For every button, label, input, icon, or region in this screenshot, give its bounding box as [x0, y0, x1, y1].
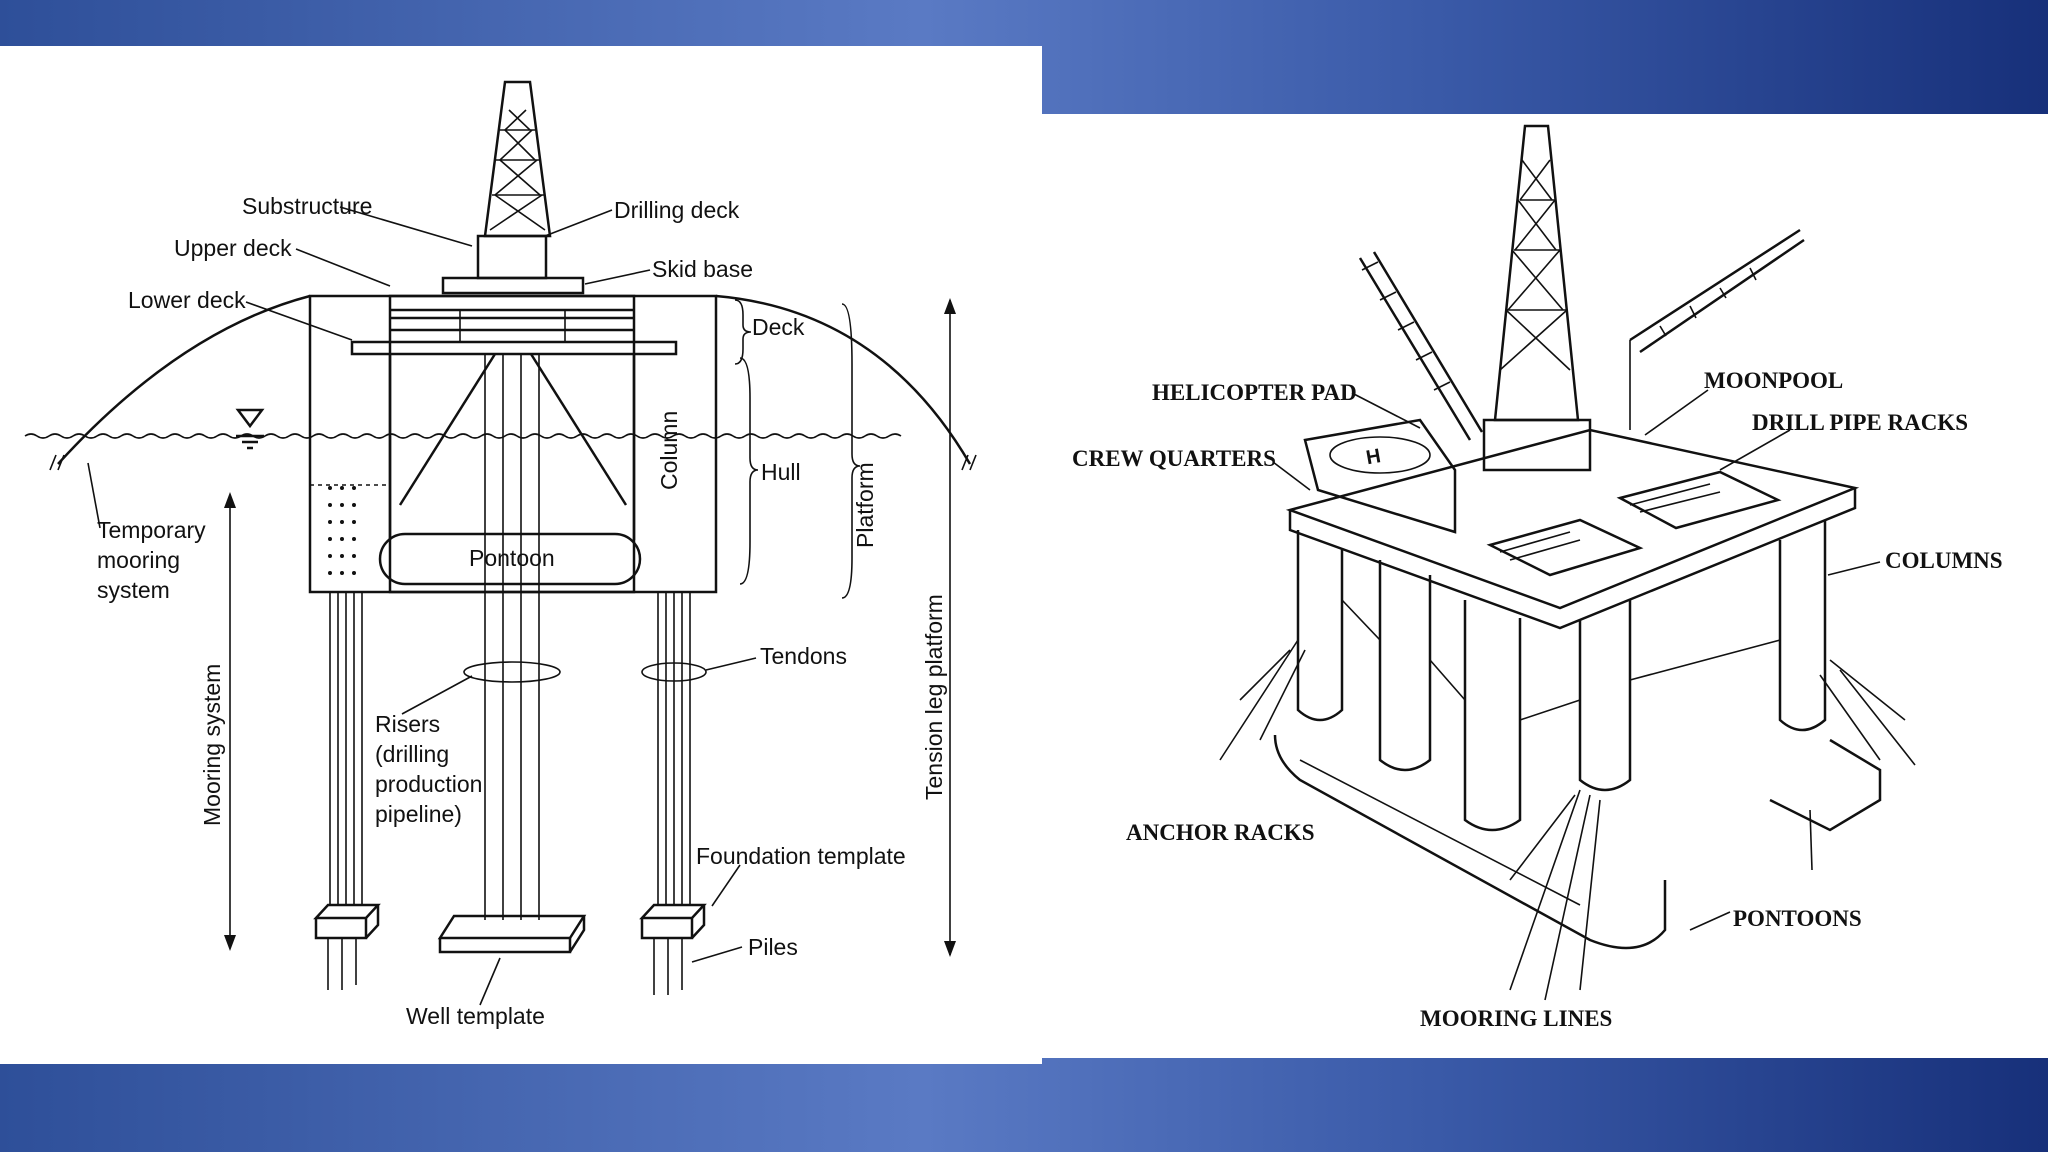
label-foundation-template: Foundation template [696, 843, 906, 869]
label-lower-deck: Lower deck [128, 287, 246, 313]
tension-leg-arrow [944, 298, 956, 957]
label-tendons: Tendons [760, 643, 847, 669]
hull-brace [739, 357, 759, 585]
label-column: Column [656, 411, 682, 490]
label-temporary-mooring-2: mooring [97, 547, 180, 573]
label-moonpool: MOONPOOL [1704, 368, 1843, 393]
right-labels: HELICOPTER PAD MOONPOOL DRILL PIPE RACKS… [1072, 368, 2003, 1031]
label-columns: COLUMNS [1885, 548, 2003, 573]
foundation-template-left [313, 903, 381, 990]
right-leader-lines [1272, 389, 1881, 931]
label-mooring-system: Mooring system [199, 664, 225, 826]
label-risers-3: production [375, 771, 482, 797]
cranes-drawing [1358, 228, 1805, 441]
left-labels: Substructure Drilling deck Upper deck Sk… [97, 193, 947, 1029]
label-drilling-deck: Drilling deck [614, 197, 740, 223]
right-diagram-panel: H [1042, 114, 2048, 1058]
label-piles: Piles [748, 934, 798, 960]
hull-drawing [308, 294, 718, 594]
label-upper-deck: Upper deck [174, 235, 292, 261]
label-substructure: Substructure [242, 193, 372, 219]
label-risers-4: pipeline) [375, 801, 462, 827]
deck-brace [734, 299, 752, 365]
right-derrick-drawing [1482, 124, 1592, 472]
label-well-template: Well template [406, 1003, 545, 1029]
label-drill-pipe-racks: DRILL PIPE RACKS [1752, 410, 1968, 435]
right-panel-background [1042, 114, 2048, 1058]
label-tension-leg-platform: Tension leg platform [921, 594, 947, 800]
waterline [24, 408, 902, 486]
label-skid-base: Skid base [652, 256, 753, 282]
label-mooring-lines: MOORING LINES [1420, 1006, 1612, 1031]
mooring-lines-drawing [1219, 639, 1916, 1001]
left-leader-lines [87, 206, 757, 1006]
well-template [437, 914, 587, 954]
columns-drawing [1296, 520, 1827, 832]
label-anchor-racks: ANCHOR RACKS [1126, 820, 1314, 845]
label-risers-1: Risers [375, 711, 440, 737]
label-crew-quarters: CREW QUARTERS [1072, 446, 1276, 471]
temporary-mooring-line-right [715, 294, 972, 465]
label-helicopter-pad: HELICOPTER PAD [1152, 380, 1357, 405]
derrick-drawing [441, 80, 585, 295]
tendons-left [329, 592, 363, 905]
svg-text:H: H [1364, 445, 1382, 469]
temporary-mooring-line-left [57, 294, 311, 465]
label-temporary-mooring-1: Temporary [97, 517, 206, 543]
label-risers-2: (drilling [375, 741, 449, 767]
label-hull: Hull [761, 459, 801, 485]
mooring-system-arrow [224, 492, 236, 951]
hull-dots [328, 486, 356, 575]
label-temporary-mooring-3: system [97, 577, 170, 603]
tendons-right [657, 592, 691, 905]
label-deck: Deck [752, 314, 805, 340]
platform-brace [841, 303, 861, 599]
risers [484, 354, 540, 920]
deck-drawing: H [1285, 418, 1860, 630]
label-pontoon: Pontoon [469, 545, 555, 571]
label-platform: Platform [852, 462, 878, 548]
label-pontoons: PONTOONS [1733, 906, 1862, 931]
left-diagram-panel: Substructure Drilling deck Upper deck Sk… [0, 46, 1042, 1064]
foundation-template-right [639, 903, 707, 995]
